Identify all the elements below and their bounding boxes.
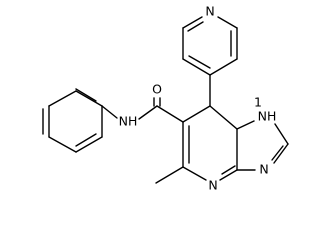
central-ring: N (182, 74, 238, 193)
bond (48, 136, 77, 153)
bond (209, 58, 238, 76)
pyridine-ring: N (182, 4, 238, 76)
bond (188, 55, 211, 69)
bond (75, 133, 97, 147)
phenyl-ring (42, 88, 118, 153)
bond (273, 143, 289, 164)
bond (236, 120, 255, 130)
bond (138, 105, 158, 120)
bond (101, 105, 118, 119)
bond (187, 21, 204, 32)
bond (182, 166, 207, 181)
carboxamide-group: O NH (119, 82, 184, 129)
bond (217, 16, 238, 29)
chemical-structure-diagram: N N NH 1 N O NH (42, 4, 289, 193)
bond (209, 105, 238, 130)
bond (155, 166, 184, 184)
bond (182, 58, 211, 76)
bond (75, 90, 103, 107)
pyridine-nitrogen-label: N (205, 4, 214, 19)
bond (271, 145, 284, 161)
triazole-nitrogen-top-label: 1 (254, 95, 262, 110)
bond (274, 123, 289, 145)
amide-nh-label: NH (119, 114, 138, 129)
triazole-nh-label: NH (258, 109, 277, 124)
bond (219, 169, 238, 181)
pyrimidine-nitrogen-label: N (208, 178, 217, 193)
triazole-ring: NH 1 N (236, 95, 289, 177)
bond (182, 105, 211, 123)
bond (48, 90, 77, 107)
bond (75, 88, 97, 102)
bond (221, 165, 236, 175)
bond (156, 105, 184, 123)
triazole-nitrogen-label: N (259, 162, 268, 177)
amide-oxygen-label: O (152, 82, 162, 97)
bond (75, 136, 103, 153)
bond (182, 16, 203, 29)
methyl-group (155, 166, 184, 184)
